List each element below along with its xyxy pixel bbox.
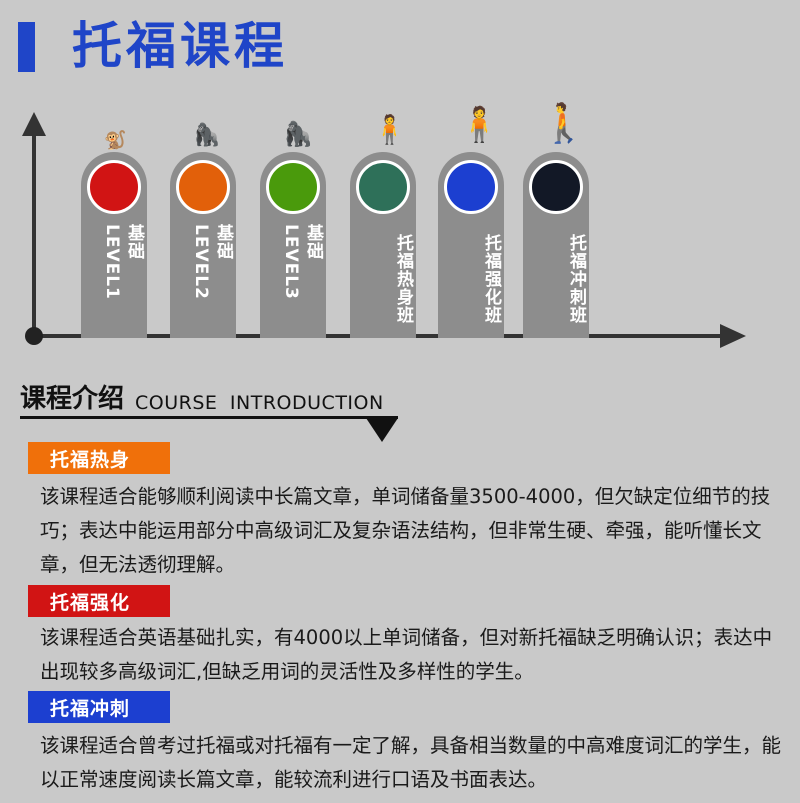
level-label-3: 基础LEVEL3	[281, 224, 323, 300]
hominid-figure-icon: 🧍	[372, 113, 407, 146]
monkey-figure-icon: 🐒	[104, 130, 127, 151]
level-dot-4	[356, 160, 410, 214]
level-dot-6	[529, 160, 583, 214]
course-tag-warmup: 托福热身	[28, 442, 170, 474]
intro-title: 课程介绍	[20, 384, 125, 414]
page-title: 托福课程	[72, 17, 288, 75]
course-tag-sprint: 托福冲刺	[28, 691, 170, 723]
course-description-intensive: 该课程适合英语基础扎实，有4000以上单词储备，但对新托福缺乏明确认识；表达中出…	[40, 626, 773, 683]
upright-human-figure-icon: 🧍	[458, 105, 501, 145]
level-label-2: 基础LEVEL2	[191, 224, 233, 300]
ape-figure-icon: 🦍	[193, 123, 221, 148]
course-description-warmup: 该课程适合能够顺利阅读中长篇文章，单词储备量3500-4000，但欠缺定位细节的…	[40, 485, 771, 576]
origin-dot	[25, 327, 43, 345]
course-tag-intensive: 托福强化	[28, 585, 170, 617]
title-accent-bar	[18, 22, 35, 72]
level-label-1: 基础LEVEL1	[102, 224, 144, 300]
level-pillar-1[interactable]: 基础LEVEL1	[81, 152, 147, 338]
walking-human-figure-icon: 🚶	[540, 101, 588, 145]
intro-underline	[20, 416, 398, 419]
level-dot-2	[176, 160, 230, 214]
course-description-sprint: 该课程适合曾考过托福或对托福有一定了解，具备相当数量的中高难度词汇的学生，能以正…	[40, 734, 782, 791]
level-pillar-4[interactable]: 托福热身班	[350, 152, 416, 338]
level-dot-3	[266, 160, 320, 214]
level-dot-1	[87, 160, 141, 214]
level-pillar-3[interactable]: 基础LEVEL3	[260, 152, 326, 338]
level-pillar-5[interactable]: 托福强化班	[438, 152, 504, 338]
x-axis-arrow-icon	[720, 324, 746, 348]
level-pillar-2[interactable]: 基础LEVEL2	[170, 152, 236, 338]
level-dot-5	[444, 160, 498, 214]
level-label-6: 托福冲刺班	[566, 234, 586, 324]
intro-subtitle: COURSE INTRODUCTION	[135, 392, 384, 414]
level-label-5: 托福强化班	[481, 234, 501, 324]
intro-arrow-icon	[366, 418, 398, 442]
level-pillar-6[interactable]: 托福冲刺班	[523, 152, 589, 338]
y-axis	[32, 132, 36, 342]
level-label-4: 托福热身班	[393, 234, 413, 324]
early-human-figure-icon: 🦍	[283, 120, 313, 148]
